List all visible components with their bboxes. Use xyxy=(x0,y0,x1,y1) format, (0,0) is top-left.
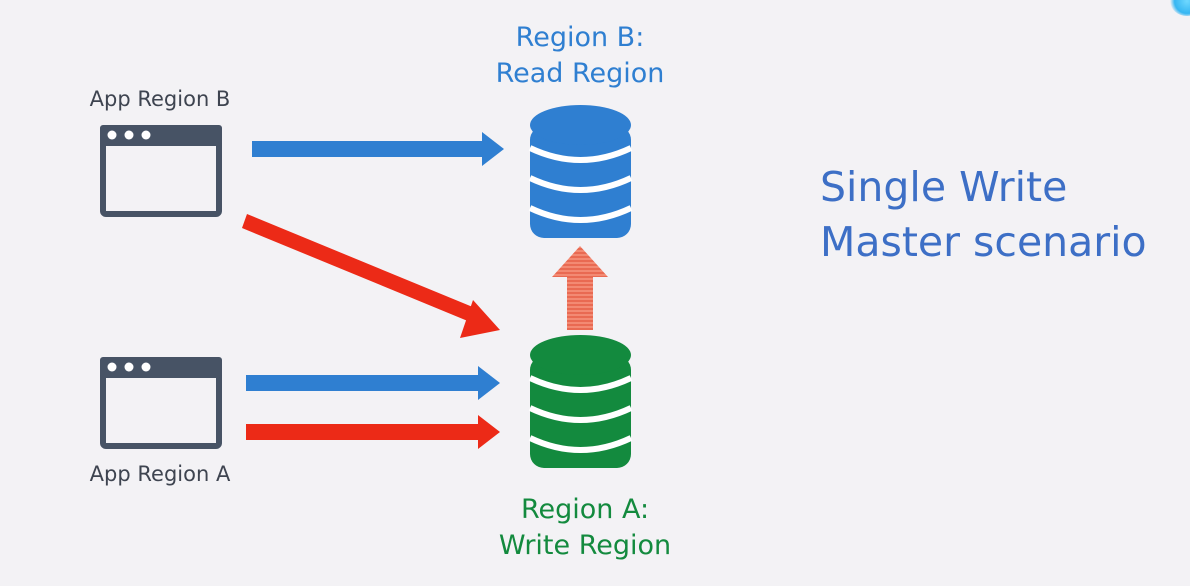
app-region-a-window-icon xyxy=(100,357,222,449)
region-a-name: Region A: xyxy=(520,494,650,525)
replication-arrow-up xyxy=(552,246,608,330)
region-b-role: Read Region xyxy=(495,58,665,89)
region-b-name: Region B: xyxy=(515,22,645,53)
app-region-b-label: App Region B xyxy=(89,87,231,111)
region-a-role: Write Region xyxy=(498,530,672,561)
scenario-title-line-2: Master scenario xyxy=(820,218,1147,266)
scenario-title-line-1: Single Write xyxy=(820,163,1068,211)
region-b-read-label: Region B: Read Region xyxy=(470,20,690,92)
read-arrow-app-b-to-region-b xyxy=(252,132,504,166)
region-a-write-label: Region A: Write Region xyxy=(470,492,700,564)
region-b-database-icon xyxy=(528,105,633,238)
region-a-database-icon xyxy=(528,335,633,468)
corner-glow-decoration xyxy=(1170,0,1190,16)
scenario-title: Single Write Master scenario xyxy=(820,160,1147,270)
read-arrow-app-a-to-region-a xyxy=(246,366,500,400)
write-arrow-app-b-to-region-a xyxy=(242,214,500,338)
app-region-b-window-icon xyxy=(100,125,222,217)
app-region-a-label: App Region A xyxy=(89,462,231,486)
write-arrow-app-a-to-region-a xyxy=(246,415,500,449)
